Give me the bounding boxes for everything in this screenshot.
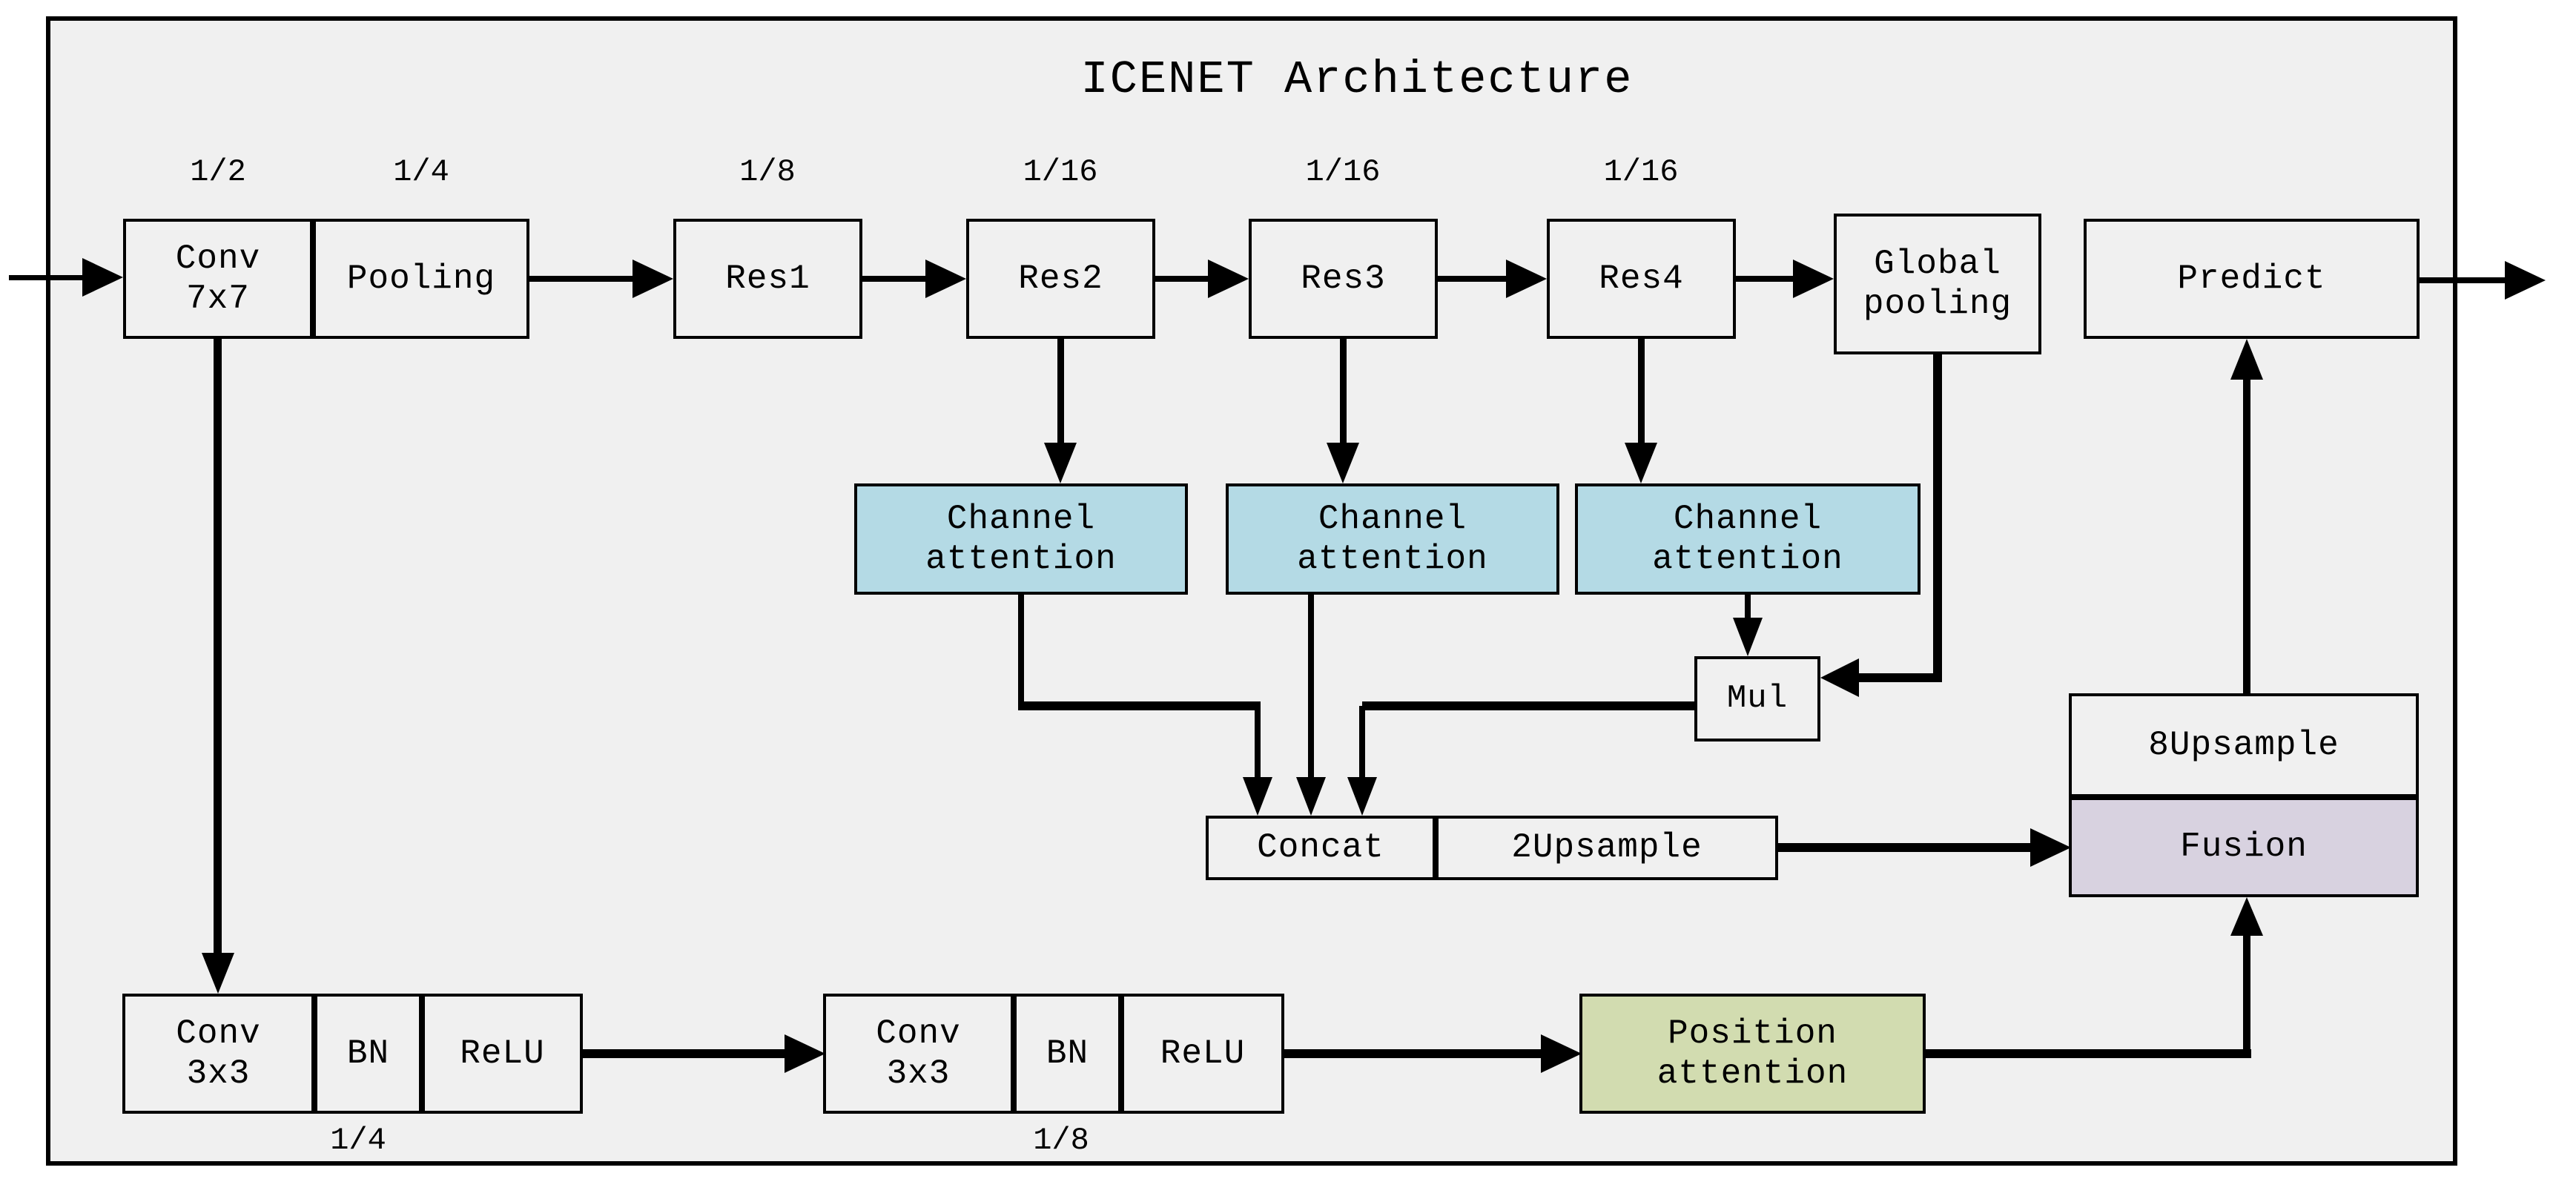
- node-bn-mid: BN: [1014, 994, 1121, 1114]
- node-fusion: Fusion: [2069, 797, 2419, 897]
- node-mul: Mul: [1694, 656, 1820, 741]
- arrowhead-output-icon: [2505, 261, 2546, 300]
- connector-globalpooling-mul: [1859, 673, 1942, 682]
- node-conv3x3-low: Conv 3x3: [122, 994, 314, 1114]
- node-channel-attention-3: Channel attention: [1575, 483, 1921, 595]
- connector-predict-output: [2420, 277, 2506, 283]
- connector-mul-elbow: [1362, 701, 1694, 710]
- node-res4: Res4: [1547, 219, 1736, 339]
- connector-input: [9, 275, 83, 280]
- arrowhead-mul-into-concat-icon: [1347, 777, 1377, 816]
- node-concat: Concat: [1206, 816, 1436, 880]
- node-8upsample: 8Upsample: [2069, 693, 2419, 797]
- connector-channelattention3-mul: [1745, 595, 1751, 621]
- node-predict: Predict: [2084, 219, 2420, 339]
- scale-label-above-res4: 1/16: [1603, 154, 1679, 190]
- arrowhead-into-channelattention3-icon: [1625, 443, 1657, 483]
- arrowhead-into-res4-icon: [1506, 260, 1547, 298]
- arrowhead-into-globalpooling-icon: [1793, 260, 1834, 298]
- arrowhead-into-res1-icon: [633, 260, 673, 298]
- connector-positionattention-fusion: [2243, 936, 2250, 1054]
- scale-label-above-res3: 1/16: [1305, 154, 1381, 190]
- connector-mul-concat: [1359, 706, 1365, 780]
- connector-relu-conv3x3mid: [583, 1049, 786, 1058]
- node-relu-low: ReLU: [422, 994, 583, 1114]
- connector-globalpooling-down: [1933, 354, 1942, 682]
- scale-label-above-pooling: 1/4: [393, 154, 449, 190]
- connector-res3-channelattention2: [1340, 339, 1347, 444]
- connector-res3-res4: [1438, 276, 1507, 282]
- connector-conv7x7-conv3x3: [214, 339, 222, 954]
- connector-res2-res3: [1155, 276, 1209, 282]
- scale-label-above-conv7x7: 1/2: [190, 154, 246, 190]
- connector-channelattention2-concat: [1308, 595, 1314, 780]
- connector-res2-channelattention1: [1057, 339, 1064, 444]
- arrowhead-ca2-into-concat-icon: [1296, 777, 1326, 816]
- node-2upsample: 2Upsample: [1436, 816, 1778, 880]
- arrowhead-into-res2-icon: [925, 260, 966, 298]
- arrowhead-into-res3-icon: [1208, 260, 1249, 298]
- connector-relu-positionattention: [1284, 1049, 1542, 1058]
- node-conv7x7: Conv 7x7: [123, 219, 313, 339]
- arrowhead-into-fusion-left-icon: [2030, 828, 2071, 867]
- scale-label-below-branch-mid: 1/8: [1033, 1123, 1089, 1158]
- node-conv3x3-mid: Conv 3x3: [823, 994, 1014, 1114]
- node-global-pooling: Global pooling: [1834, 214, 2041, 354]
- connector-channelattention1-down: [1018, 595, 1024, 706]
- connector-8upsample-predict: [2243, 378, 2250, 693]
- arrowhead-into-conv3x3low-icon: [202, 953, 234, 994]
- arrowhead-input-icon: [82, 258, 123, 297]
- scale-label-below-branch-low: 1/4: [330, 1123, 386, 1158]
- arrowhead-ca1-into-concat-icon: [1243, 777, 1272, 816]
- connector-positionattention-elbow: [1926, 1049, 2251, 1058]
- arrowhead-into-channelattention1-icon: [1044, 443, 1077, 483]
- connector-res4-channelattention3: [1638, 339, 1645, 444]
- arrowhead-into-fusion-bottom-icon: [2230, 897, 2263, 936]
- node-res3: Res3: [1249, 219, 1438, 339]
- arrowhead-into-channelattention2-icon: [1327, 443, 1359, 483]
- connector-channelattention1-concat: [1255, 706, 1261, 780]
- connector-2upsample-fusion: [1778, 843, 2030, 852]
- node-relu-mid: ReLU: [1121, 994, 1284, 1114]
- node-res2: Res2: [966, 219, 1155, 339]
- connector-channelattention1-elbow: [1018, 701, 1261, 710]
- node-position-attention: Position attention: [1579, 994, 1926, 1114]
- arrowhead-into-positionattention-icon: [1541, 1034, 1582, 1073]
- node-bn-low: BN: [314, 994, 422, 1114]
- node-pooling: Pooling: [313, 219, 529, 339]
- scale-label-above-res1: 1/8: [739, 154, 796, 190]
- arrowhead-into-conv3x3mid-icon: [785, 1034, 825, 1073]
- node-channel-attention-2: Channel attention: [1226, 483, 1559, 595]
- diagram-title: ICENET Architecture: [1080, 53, 1634, 106]
- arrowhead-into-predict-icon: [2230, 339, 2263, 380]
- scale-label-above-res2: 1/16: [1023, 154, 1098, 190]
- connector-res1-res2: [862, 276, 927, 282]
- node-channel-attention-1: Channel attention: [854, 483, 1188, 595]
- connector-res4-globalpooling: [1736, 276, 1794, 282]
- node-res1: Res1: [673, 219, 862, 339]
- connector-pooling-res1: [529, 276, 634, 282]
- arrowhead-into-mul-right-icon: [1820, 658, 1859, 697]
- arrowhead-into-mul-top-icon: [1733, 618, 1763, 656]
